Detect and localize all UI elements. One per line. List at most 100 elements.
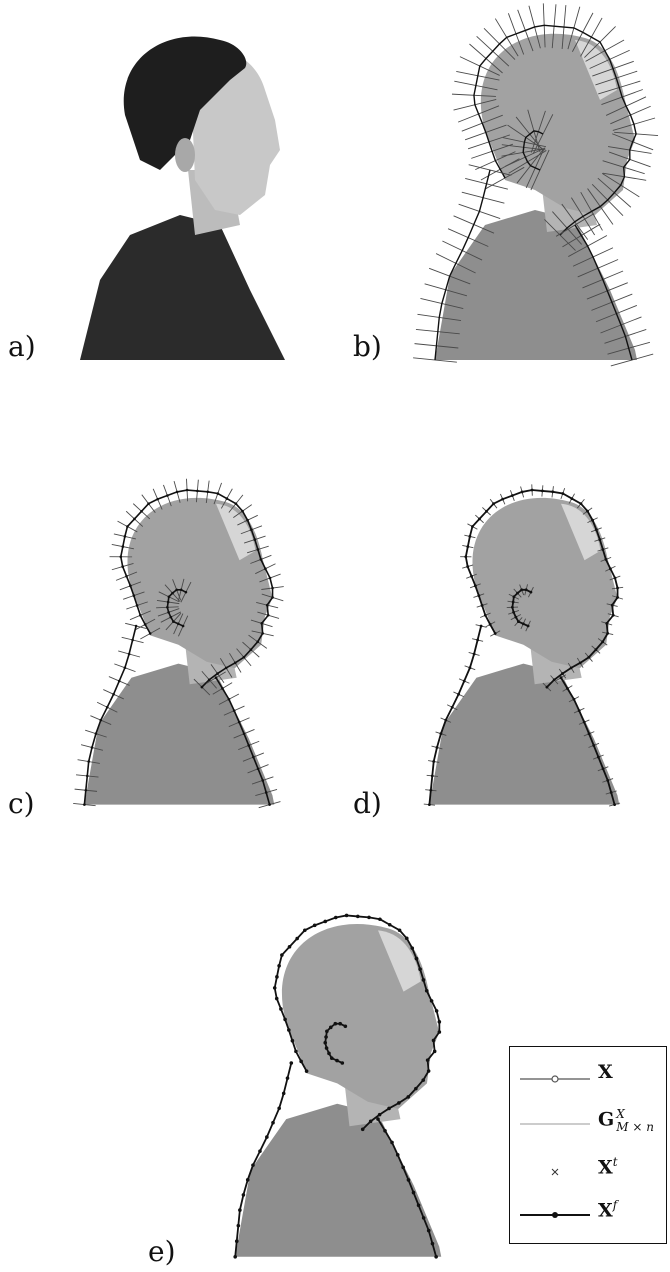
contour-point [601, 767, 605, 771]
contour-point [167, 595, 171, 599]
contour-point [478, 517, 481, 521]
contour-point [457, 692, 460, 696]
contour-final-e [233, 913, 442, 1259]
contour-point [123, 535, 127, 538]
contour-point [431, 1038, 436, 1043]
contour-point [421, 978, 426, 982]
contour-point [579, 502, 583, 506]
contour-point [401, 1165, 405, 1170]
contour-point [551, 490, 555, 494]
contour-point [606, 631, 610, 635]
contour-point [512, 595, 516, 599]
contour-point [425, 1058, 430, 1062]
contour-point [234, 1239, 239, 1244]
contour-point [472, 652, 476, 656]
contour-point [324, 1035, 328, 1039]
contour-point [126, 525, 129, 528]
contour-point [613, 576, 617, 580]
contour-point [259, 558, 263, 561]
contour-point [444, 718, 448, 722]
contour-line [83, 625, 137, 805]
contour-point [105, 705, 109, 709]
contour-point [397, 928, 402, 933]
contour-point [134, 624, 138, 628]
contour-point [437, 1030, 442, 1034]
contour-point [166, 605, 169, 609]
contour-point [578, 661, 582, 665]
contour-point [127, 652, 131, 656]
contour-point [598, 538, 602, 541]
contour-point [610, 603, 614, 607]
contour-point [473, 584, 477, 588]
panel-label-e: e) [148, 1235, 176, 1268]
head-shape [281, 923, 440, 1109]
legend-label-xt: Xt [598, 1155, 618, 1179]
contour-point [287, 1028, 291, 1032]
contour-point [121, 545, 125, 548]
contour-point [609, 791, 613, 794]
contour-point [387, 922, 392, 927]
contour-point [329, 1056, 334, 1061]
legend-item-final-contour: Xf [510, 1195, 668, 1235]
contour-b [413, 3, 659, 367]
contour-point [227, 697, 231, 701]
contour-point [233, 661, 237, 665]
contour-point [432, 760, 436, 763]
contour-point [274, 996, 279, 1001]
forehead-highlight [378, 930, 421, 992]
contour-point [148, 632, 152, 635]
contour-point [569, 666, 573, 670]
contour-point [390, 1140, 394, 1145]
shirt-shape [429, 663, 620, 805]
contour-point [395, 1153, 400, 1157]
contour-point [246, 518, 249, 522]
contour-point [587, 655, 591, 659]
contour-point [516, 591, 519, 595]
contour-point [266, 613, 270, 617]
contour-point [323, 1040, 328, 1045]
contour-point [426, 1069, 431, 1073]
contour-point [294, 1049, 298, 1054]
contour-point [207, 678, 211, 682]
contour-point [323, 919, 328, 924]
contour-point [237, 720, 241, 724]
contour-point [290, 1038, 295, 1043]
contour-point [176, 622, 180, 626]
contour-point [258, 1149, 262, 1153]
contour-point [99, 718, 103, 722]
contour-point [434, 1255, 438, 1259]
contour-line [522, 130, 544, 171]
contour-point [595, 528, 598, 532]
contour-point [184, 590, 188, 594]
contour-point [200, 685, 204, 689]
contour-point [216, 672, 219, 675]
contour-point [608, 567, 612, 571]
contour-point [501, 497, 505, 501]
contour-point [488, 623, 492, 626]
contour-point [185, 488, 189, 492]
contour-point [406, 1095, 411, 1099]
contour-point [249, 648, 253, 651]
contour-point [435, 746, 439, 749]
contour-line [434, 169, 491, 361]
contour-point [582, 720, 586, 724]
panel-label-a: a) [8, 330, 36, 363]
contour-point [119, 555, 123, 559]
contour-line [377, 1118, 438, 1258]
contour-point [175, 588, 178, 592]
contour-point [261, 779, 265, 782]
contour-point [281, 1091, 286, 1096]
contour-point [94, 732, 98, 735]
contour-point [483, 613, 487, 617]
contour-point [344, 913, 349, 918]
contour-point [577, 709, 581, 713]
contour-point [196, 489, 199, 493]
contour-point [167, 610, 170, 614]
contour-point [139, 613, 142, 617]
contour-point [411, 1190, 416, 1195]
contour-point [464, 555, 468, 559]
contour-point [468, 535, 472, 538]
contour-point [429, 788, 433, 792]
panel-a [70, 20, 310, 360]
contour-point [179, 588, 183, 592]
